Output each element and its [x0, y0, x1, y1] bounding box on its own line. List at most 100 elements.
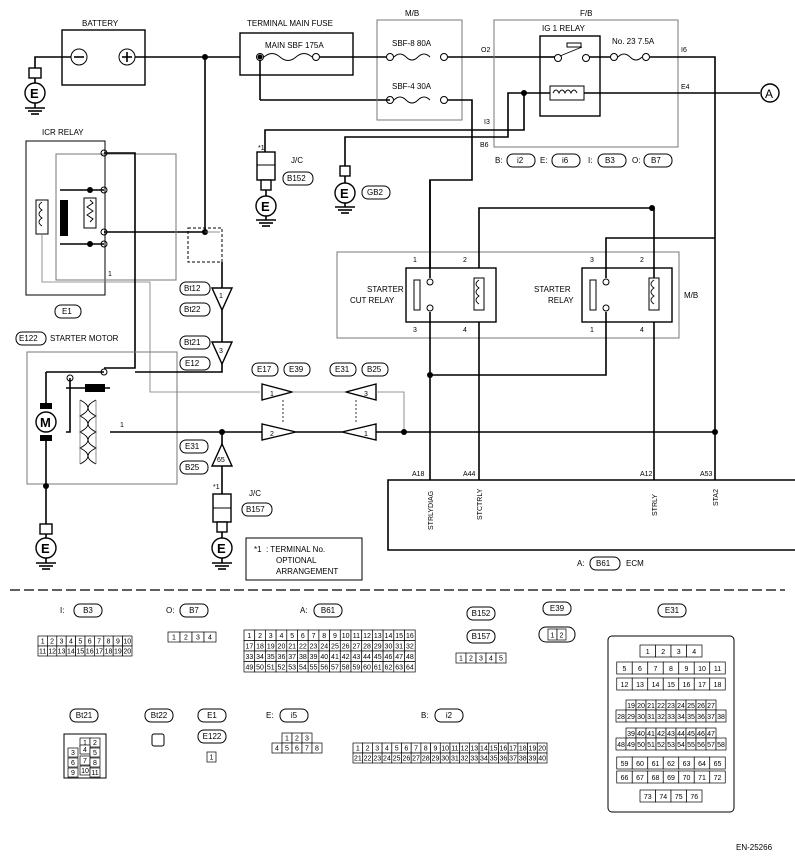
- b61-pin-label: 57: [331, 665, 339, 672]
- ig1-relay-box: [539, 35, 601, 117]
- b3-pin-label: 16: [86, 649, 94, 656]
- e39-pin-label: 1: [551, 633, 555, 640]
- bt21-badge: [69, 708, 99, 723]
- b61-pin-label: 50: [256, 665, 264, 672]
- svg-text:A18: A18: [412, 471, 425, 478]
- svg-text:1: 1: [219, 293, 223, 300]
- bt21-body: [63, 733, 107, 779]
- e39-pin: [556, 628, 567, 641]
- b61-pin-label: 34: [256, 654, 264, 661]
- starter-relay-box: [581, 267, 673, 323]
- badge-b152: [282, 171, 314, 186]
- b61-pin-label: 26: [342, 644, 350, 651]
- b7-prefix: O:: [166, 606, 174, 615]
- b61-pin-label: 46: [385, 654, 393, 661]
- b61-pin-label: 7: [312, 633, 316, 640]
- svg-text:*1: *1: [254, 545, 262, 554]
- i2-pin-label: 1: [356, 746, 360, 753]
- i2-pin-label: 9: [433, 746, 437, 753]
- b61-pin-label: 39: [310, 654, 318, 661]
- b61-pin-label: 54: [299, 665, 307, 672]
- svg-text:SBF-4 30A: SBF-4 30A: [392, 82, 432, 91]
- e31-pin-label: 49: [627, 742, 635, 749]
- e1-code: E1: [207, 711, 217, 720]
- i5-code: i5: [291, 711, 298, 720]
- e31-pin-label: 11: [714, 666, 721, 673]
- i2-pin-label: 21: [354, 756, 362, 763]
- e31-pin-label: 65: [714, 761, 722, 768]
- b3-pin-label: 20: [123, 649, 131, 656]
- b61-pin-label: 32: [406, 644, 414, 651]
- svg-text:E: E: [41, 541, 50, 556]
- b3-pin-label: 19: [114, 649, 122, 656]
- svg-text:O2: O2: [481, 47, 490, 54]
- e31-pin-label: 57: [707, 742, 715, 749]
- b61-pin-label: 44: [363, 654, 371, 661]
- e31-pin-label: 14: [652, 682, 660, 689]
- badge-bt22: [179, 302, 211, 317]
- e31-pin-label: 37: [707, 714, 715, 721]
- e31-pin-label: 59: [621, 761, 629, 768]
- svg-text:B157: B157: [246, 505, 265, 514]
- i2-pin-label: 29: [432, 756, 440, 763]
- i5-pin: [311, 742, 323, 754]
- b3-pin-label: 10: [123, 639, 131, 646]
- e31-pin-label: 19: [627, 703, 635, 710]
- e31-pin: [709, 661, 726, 675]
- b152-pin-label: 3: [479, 656, 483, 663]
- b3-pin-label: 5: [78, 639, 82, 646]
- e31-badge: [657, 603, 687, 618]
- b3-pin-label: 11: [39, 649, 46, 656]
- b61-pin-label: 55: [310, 665, 318, 672]
- e31-pin-label: 63: [683, 761, 691, 768]
- svg-text:Bt21: Bt21: [184, 338, 201, 347]
- b152-code: B152: [472, 609, 491, 618]
- e31-pin: [709, 770, 726, 784]
- svg-text:E1: E1: [62, 307, 72, 316]
- b61-pin-label: 51: [267, 665, 275, 672]
- svg-text:1: 1: [270, 391, 274, 398]
- e31-pin-label: 4: [692, 649, 696, 656]
- e31-pin-label: 68: [652, 775, 660, 782]
- e31-pin-label: 56: [697, 742, 705, 749]
- terminal-main-fuse-label: TERMINAL MAIN FUSE: [247, 19, 333, 28]
- b61-pin-label: 47: [395, 654, 403, 661]
- e31-pin-label: 1: [646, 649, 650, 656]
- e31-pin-label: 72: [714, 775, 722, 782]
- e31-pin-label: 71: [698, 775, 706, 782]
- i2-pin-label: 20: [538, 746, 546, 753]
- e31-pin-label: 7: [654, 666, 658, 673]
- svg-text:4: 4: [640, 327, 644, 334]
- b61-pin-label: 43: [352, 654, 360, 661]
- svg-text:3: 3: [590, 257, 594, 264]
- svg-text:E31: E31: [335, 365, 350, 374]
- b152-pin-label: 2: [469, 656, 473, 663]
- e31-pin-label: 46: [697, 731, 705, 738]
- svg-text:F/B: F/B: [580, 9, 592, 18]
- svg-text:O:: O:: [632, 156, 640, 165]
- svg-text:E17: E17: [257, 365, 272, 374]
- e31-pin-label: 51: [647, 742, 655, 749]
- b3-pin-label: 15: [76, 649, 84, 656]
- b61-pin-label: 13: [374, 633, 382, 640]
- b152-badge: [466, 606, 496, 621]
- e31-pin-label: 40: [637, 731, 645, 738]
- i2-pin-label: 30: [441, 756, 449, 763]
- e39-code: E39: [550, 604, 565, 613]
- i5-pin-label: 1: [285, 736, 289, 743]
- i2-pin-label: 28: [422, 756, 430, 763]
- b61-pin-label: 5: [290, 633, 294, 640]
- bt21-pin: [67, 767, 79, 778]
- b3-prefix: I:: [60, 606, 64, 615]
- b61-pin-label: 12: [363, 633, 371, 640]
- badge-e17: [251, 362, 279, 377]
- b3-code: B3: [83, 606, 93, 615]
- b152-pin: [495, 652, 507, 664]
- i5-badge: [279, 708, 309, 723]
- b61-pin-label: 64: [406, 665, 414, 672]
- svg-text:E122: E122: [19, 334, 38, 343]
- svg-text:B25: B25: [367, 365, 382, 374]
- b61-pin-label: 42: [342, 654, 350, 661]
